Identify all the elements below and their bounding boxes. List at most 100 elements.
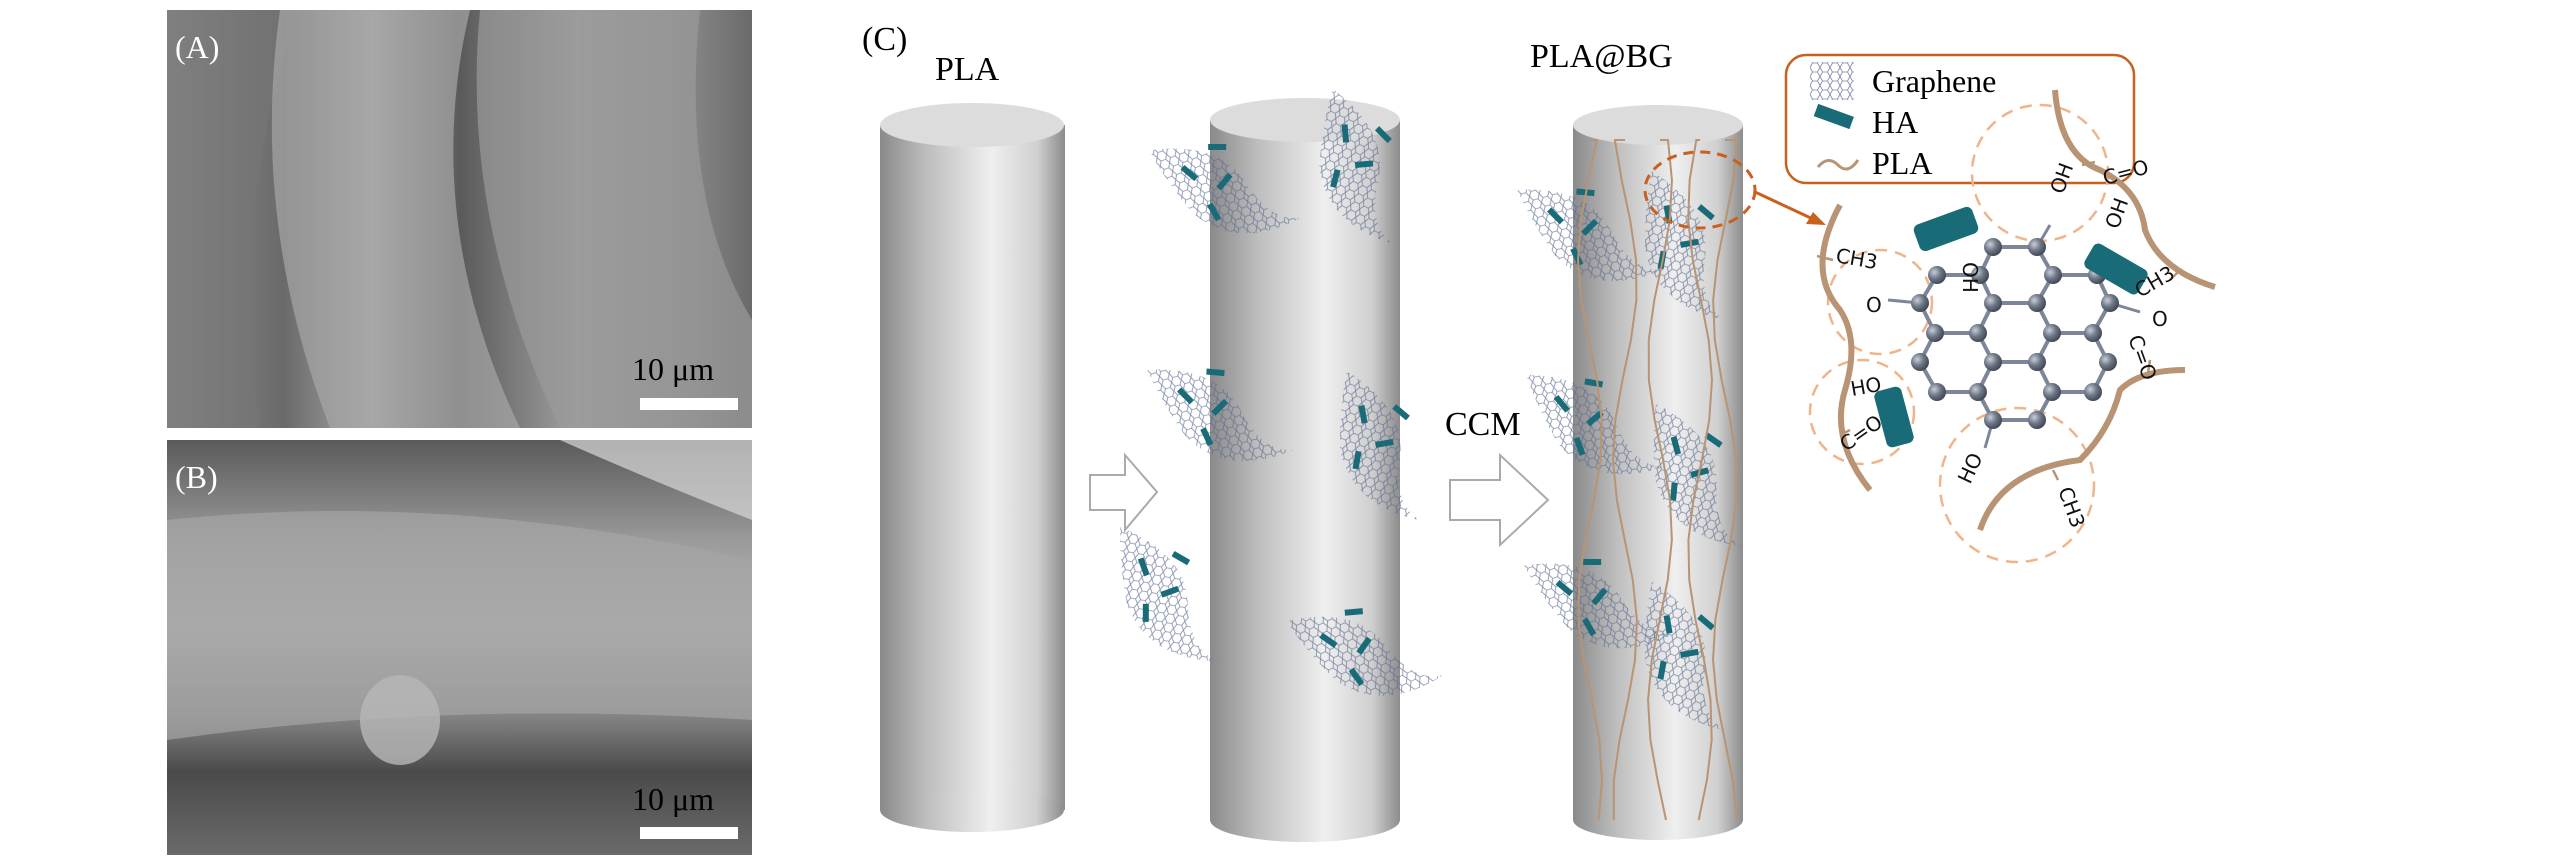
- panel-c-label: (C): [862, 21, 907, 58]
- ha-rod: [1330, 168, 1341, 188]
- legend-label: PLA: [1872, 145, 1932, 181]
- carbon-atom: [1969, 324, 1987, 342]
- ha-rod: [1352, 450, 1362, 470]
- ha-rod: [1356, 636, 1372, 655]
- panel-a-scale-bar: [640, 398, 738, 410]
- ha-rod: [1657, 660, 1667, 680]
- graphene-icon: [1810, 62, 1854, 100]
- pla-fibril: [1576, 139, 1603, 821]
- ha-rod: [2084, 243, 2148, 295]
- carbon-atom: [2043, 383, 2061, 401]
- pla-fibril: [1712, 139, 1739, 821]
- carbon-atom: [2044, 266, 2062, 284]
- graphene-sheet: [1526, 374, 1665, 475]
- carbon-atom: [1984, 294, 2002, 312]
- ha-rod: [1663, 614, 1673, 634]
- ha-rod: [1874, 386, 1914, 448]
- carbon-atom: [1911, 294, 1929, 312]
- ha-rod: [1573, 436, 1586, 456]
- carbon-atom: [1984, 353, 2002, 371]
- ha-rod: [1137, 557, 1150, 577]
- graphene-sheet: [1524, 558, 1677, 649]
- carbon-atom: [2043, 324, 2061, 342]
- carbon-atom: [1928, 383, 1946, 401]
- carbon-atom: [1926, 324, 1944, 342]
- pla-chain: [2052, 89, 2216, 290]
- carbon-atom: [2084, 383, 2102, 401]
- ha-rod: [1160, 585, 1180, 598]
- graphene-sheet: [1319, 89, 1394, 244]
- plabg-label: PLA@BG: [1530, 38, 1673, 75]
- carbon-atom: [2028, 238, 2046, 256]
- ha-rod: [1211, 398, 1229, 416]
- ha-rod: [1570, 247, 1584, 267]
- ha-rod: [1583, 558, 1602, 565]
- ha-rod: [1582, 617, 1597, 637]
- ha-rod: [1680, 648, 1699, 658]
- pla-label: PLA: [935, 51, 1000, 88]
- carbon-atom: [2028, 411, 2046, 429]
- legend: Graphene HA PLA: [1784, 53, 2136, 185]
- ha-rod: [1180, 164, 1199, 182]
- graphene-sheet: [1644, 581, 1726, 731]
- panel-b-scale-bar: [640, 827, 738, 839]
- arrow-icon: [1089, 452, 1159, 533]
- group-label: C=O: [2123, 332, 2161, 384]
- pla-chain: [1819, 203, 1873, 492]
- sem-panel-a: (A) 10 μm: [167, 10, 752, 428]
- ha-rod: [1553, 394, 1570, 413]
- graphene-sheet: [1149, 143, 1302, 234]
- pla-chain-icon: [1816, 159, 1860, 171]
- pla-fibril: [1687, 139, 1713, 821]
- sem-panel-b: (B) 10 μm: [167, 440, 752, 855]
- ccm-label: CCM: [1445, 406, 1521, 443]
- carbon-atom: [2028, 294, 2046, 312]
- ha-rod: [1913, 206, 1979, 252]
- graphene-sheet: [1286, 608, 1444, 696]
- ha-rod: [1358, 404, 1368, 424]
- graphene-sheet: [1120, 527, 1219, 662]
- carbon-atom: [1928, 266, 1946, 284]
- graphene-sheet: [1147, 368, 1294, 462]
- ha-rod: [1344, 608, 1364, 616]
- ha-rod: [1341, 124, 1350, 143]
- ha-rod: [1555, 579, 1574, 597]
- panel-a-label: (A): [175, 29, 219, 65]
- ha-rod: [1704, 432, 1723, 448]
- carbon-atom: [1969, 383, 1987, 401]
- ha-rod: [1354, 160, 1374, 168]
- panel-a-scale-text: 10 μm: [632, 351, 714, 387]
- ha-rod: [1142, 603, 1149, 622]
- ha-rod: [1581, 218, 1599, 236]
- pla-fiber-cylinder: [880, 103, 1065, 832]
- ha-rod: [1697, 204, 1715, 221]
- ha-rod: [1392, 404, 1410, 421]
- carbon-atom: [1911, 353, 1929, 371]
- ha-rod: [1348, 667, 1365, 686]
- group-label: O: [2152, 307, 2168, 331]
- ha-rod: [1680, 238, 1699, 248]
- graphene-sheet: [1517, 188, 1664, 282]
- ha-rod: [1200, 427, 1214, 447]
- group-label: OH: [2100, 195, 2133, 232]
- group-label: O: [1866, 293, 1882, 317]
- zoom-arrow-icon: [1754, 190, 1816, 222]
- pla-chain: [1977, 367, 2186, 531]
- ha-rod: [1177, 387, 1194, 405]
- ha-rod-icon: [1813, 103, 1854, 130]
- pla-fibril: [1647, 139, 1673, 821]
- zoom-circle: [1643, 150, 1757, 230]
- carbon-atom: [2028, 353, 2046, 371]
- ha-rod: [1670, 482, 1678, 501]
- legend-label: HA: [1872, 104, 1918, 140]
- ha-rod: [1547, 207, 1564, 225]
- ha-rod: [1670, 436, 1682, 455]
- group-label: CH3: [2053, 484, 2090, 531]
- ha-rod: [1586, 410, 1604, 427]
- carbon-atom: [1984, 411, 2002, 429]
- legend-label: Graphene: [1872, 63, 1996, 99]
- carbon-atom: [1984, 238, 2002, 256]
- carbon-atom: [2084, 324, 2102, 342]
- panel-b-label: (B): [175, 459, 218, 495]
- carbon-atom: [2101, 294, 2119, 312]
